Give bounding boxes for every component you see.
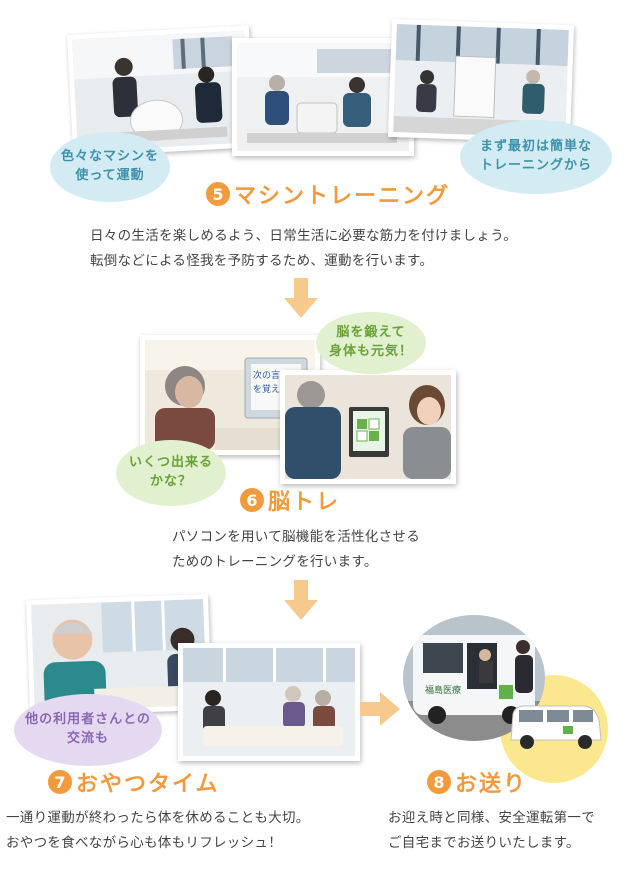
snack-time-title: 7 おやつタイム xyxy=(48,766,220,798)
send-home-desc-1: お迎え時と同様、安全運転第一で xyxy=(388,810,595,826)
brain-training-title: 6 脳トレ xyxy=(240,484,340,516)
bubble-simple-training: まず最初は簡単な トレーニングから xyxy=(460,120,612,194)
brain-training-heading: 脳トレ xyxy=(268,490,341,515)
machine-training-photo-1 xyxy=(66,25,256,157)
brain-training-photo-2 xyxy=(280,370,456,484)
van-photo: 福島医療 xyxy=(403,615,545,741)
bubble-how-many: いくつ出来る かな？ xyxy=(116,440,226,506)
send-home-title: 8 お送り xyxy=(427,766,527,798)
step-number-8: 8 xyxy=(427,770,451,794)
machine-training-desc-2: 転倒などによる怪我を予防するため、運動を行います。 xyxy=(90,253,434,269)
bubble-various-machines: 色々なマシンを 使って運動 xyxy=(50,132,170,202)
machine-training-photo-2 xyxy=(232,38,414,156)
arrow-down-icon xyxy=(284,278,318,318)
machine-training-desc-1: 日々の生活を楽しめるよう、日常生活に必要な筋力を付けましょう。 xyxy=(90,228,517,244)
send-home-heading: お送り xyxy=(455,772,528,797)
snack-time-photo-2 xyxy=(178,643,360,761)
machine-training-photo-3 xyxy=(387,18,575,144)
snack-time-desc-1: 一通り運動が終わったら体を休めることも大切。 xyxy=(6,810,310,826)
bubble-interaction: 他の利用者さんとの 交流も xyxy=(14,694,162,766)
van-illustration xyxy=(505,700,605,755)
snack-time-heading: おやつタイム xyxy=(76,772,220,797)
arrow-down-icon xyxy=(284,580,318,620)
send-home-desc-2: ご自宅までお送りいたします。 xyxy=(388,835,580,851)
machine-training-heading: マシントレーニング xyxy=(234,184,451,209)
step-number-6: 6 xyxy=(240,488,264,512)
snack-time-desc-2: おやつを食べながら心も体もリフレッシュ！ xyxy=(6,835,282,851)
step-number-7: 7 xyxy=(48,770,72,794)
brain-training-desc-1: パソコンを用いて脳機能を活性化させる xyxy=(172,529,420,545)
machine-training-title: 5 マシントレーニング xyxy=(206,178,450,210)
arrow-right-icon xyxy=(360,692,400,726)
step-number-5: 5 xyxy=(206,182,230,206)
bubble-brain-and-body: 脳を鍛えて 身体も元気！ xyxy=(316,312,426,374)
brain-training-desc-2: ためのトレーニングを行います。 xyxy=(172,554,378,570)
van-label: 福島医療 xyxy=(425,684,461,696)
